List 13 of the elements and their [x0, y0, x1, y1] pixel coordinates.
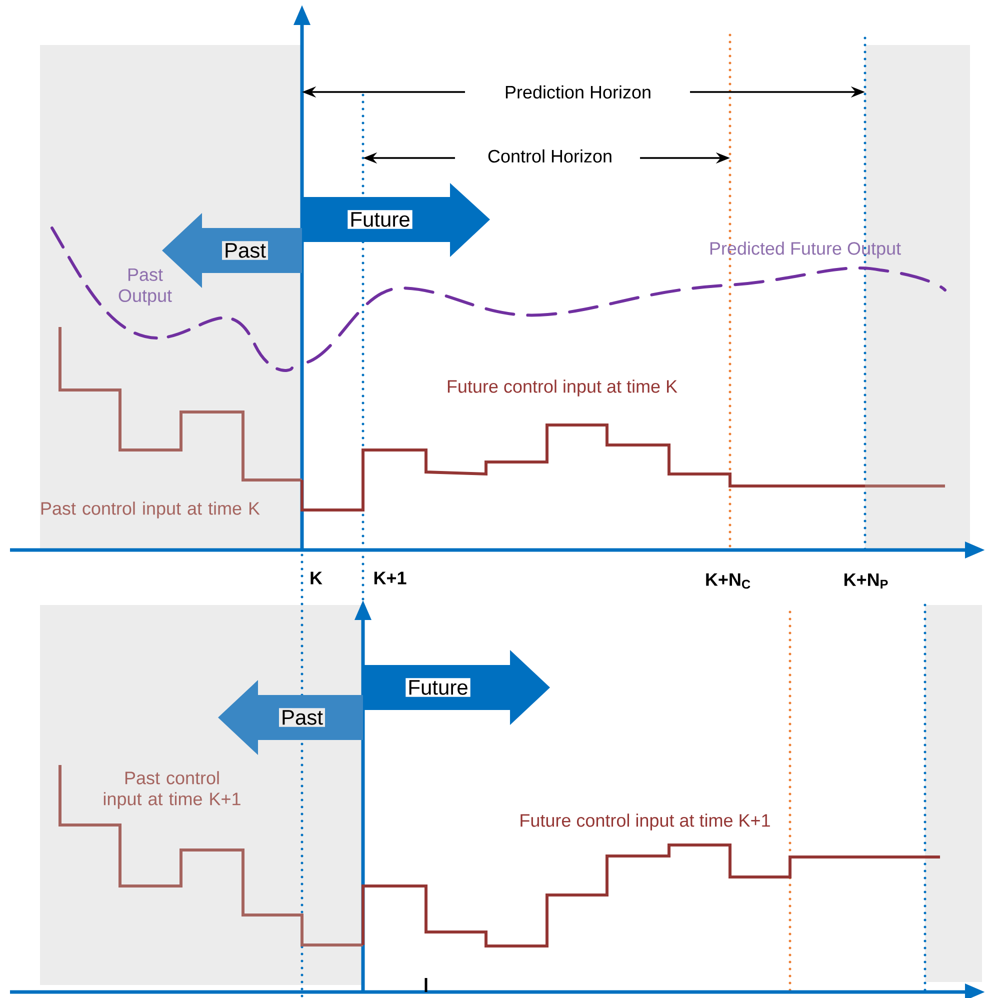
node-label: Future — [351, 212, 410, 227]
tick-label: K+N$_{P}$ — [844, 573, 888, 589]
curve-label: Future control input at time K+1 — [520, 814, 770, 830]
tick-label: K+N$_{C}$ — [706, 573, 750, 589]
node-label: Future — [409, 680, 468, 695]
axis-label: Control Horizon — [486, 148, 614, 164]
curve-label: Past control input at time K — [41, 502, 260, 518]
curve-label: Future control input at time K — [448, 380, 678, 396]
tick-label: K+1 — [374, 572, 406, 584]
curve-label: Past control input at time K+1 — [104, 771, 240, 809]
tick-label: K — [310, 572, 322, 584]
curve-label: Predicted Future Output — [710, 242, 901, 258]
axis-label: Prediction Horizon — [503, 84, 653, 100]
